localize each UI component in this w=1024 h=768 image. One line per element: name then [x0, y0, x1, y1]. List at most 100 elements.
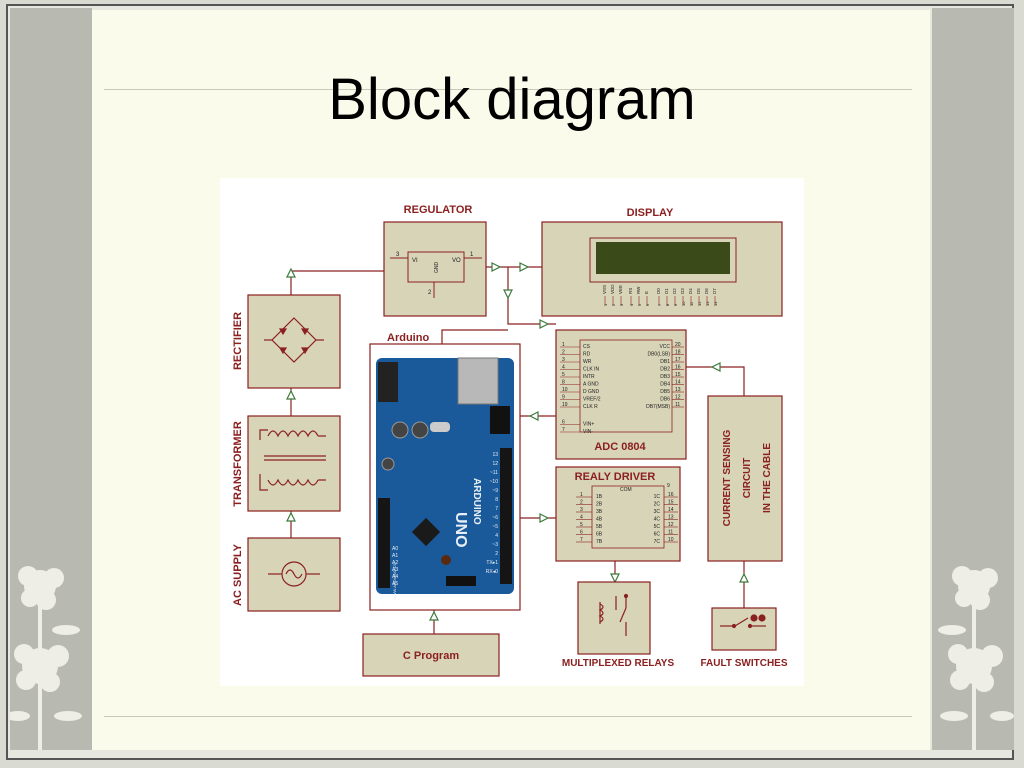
relay-com-number: 9: [667, 483, 670, 489]
digital-pin-label: ~9: [492, 488, 498, 494]
relay-output-3c: 3C: [654, 509, 661, 515]
lcd-pin-number: 6: [645, 303, 650, 306]
adc-right-pin-number: 13: [675, 387, 681, 393]
relay-output-1c: 1C: [654, 494, 661, 500]
lcd-pin-d0: D0: [656, 288, 661, 294]
relay-input-6b: 6B: [596, 532, 603, 538]
adc-pin-vcc: VCC: [659, 344, 670, 350]
analog-pin-a5: A5: [392, 581, 398, 587]
flower-decoration-right: [938, 566, 1014, 750]
rectifier-block: RECTIFIER: [232, 294, 341, 389]
bridge-rectifier-icon: [264, 317, 324, 363]
regulator-vi-pin: VI: [412, 258, 418, 264]
adc-right-pin-number: 16: [675, 365, 681, 371]
board-url-text: WWW.ARDUINO.CC: [392, 562, 397, 600]
board-brand-text: ARDUINO: [471, 478, 482, 525]
analog-pin-a3: A3: [392, 567, 398, 573]
lcd-pin-rs: RS: [628, 288, 633, 294]
adc-pin-d-gnd: D GND: [583, 389, 600, 395]
lcd-pin-number: 8: [665, 303, 670, 306]
fault-switches-block: FAULT SWITCHES: [700, 607, 788, 669]
relay-out-number: 16: [668, 492, 674, 498]
power-analog-header: [378, 498, 390, 588]
adc-left-pin-number: 9: [562, 395, 565, 401]
regulator-block: REGULATOR VI VO GND 3 1 2: [383, 204, 487, 317]
board-model-text: UNO: [452, 512, 469, 548]
adc-left-pin-number: 2: [562, 350, 565, 356]
digital-header: [500, 448, 512, 584]
digital-pin-label: 8: [495, 497, 498, 503]
footer-rule: [104, 716, 912, 717]
relay-in-number: 2: [580, 500, 583, 506]
transformer-coil-icon: [259, 429, 326, 491]
analog-pin-a1: A1: [392, 553, 398, 559]
arduino-label: Arduino: [387, 332, 429, 344]
relay-driver-label: REALY DRIVER: [575, 471, 656, 483]
relay-com-label: COM: [620, 487, 632, 493]
adc-right-pin-number: 14: [675, 380, 681, 386]
relay-in-number: 7: [580, 537, 583, 543]
adc-pin-wr: WR: [583, 359, 592, 365]
rectifier-label: RECTIFIER: [232, 312, 244, 370]
regulator-pin-in: 3: [396, 252, 400, 258]
adc-left-pin-number: 7: [562, 427, 565, 433]
lcd-pin-number: 12: [697, 301, 702, 306]
adc-label: ADC 0804: [594, 441, 646, 453]
usb-connector: [457, 357, 499, 405]
adc-right-pin-number: 18: [675, 350, 681, 356]
digital-pin-label: RX◂0: [486, 569, 498, 575]
adc-pin-db2: DB2: [660, 367, 670, 373]
relay-in-number: 3: [580, 507, 583, 513]
adc-pin-vin-: VIN-: [583, 429, 593, 435]
adc-left-pin-number: 3: [562, 357, 565, 363]
current-sensing-block: CURRENT SENSING CIRCUIT IN THE CABLE: [707, 395, 783, 562]
relay-in-number: 6: [580, 530, 583, 536]
lcd-pin-number: 11: [689, 301, 694, 306]
adc-right-pin-number: 17: [675, 357, 681, 363]
left-decor-panel: [10, 8, 92, 750]
digital-pin-label: ~5: [492, 524, 498, 530]
lcd-screen: [596, 242, 730, 274]
relay-out-number: 11: [668, 530, 673, 536]
lcd-pin-number: 3: [619, 303, 624, 306]
regulator-gnd-pin: GND: [434, 262, 440, 274]
lcd-pin-number: 10: [681, 301, 686, 306]
lcd-pin-d7: D7: [712, 288, 717, 294]
transformer-label: TRANSFORMER: [232, 421, 244, 507]
arduino-block: Arduino ARDUINO UNO WWW.ARDUINO.CC A0A1A…: [369, 332, 521, 611]
current-sensing-line-2: CIRCUIT: [742, 458, 753, 499]
crystal: [430, 422, 450, 432]
adc-left-pin-number: 10: [562, 387, 568, 393]
adc-right-pin-number: 11: [675, 402, 680, 408]
relay-input-2b: 2B: [596, 502, 603, 508]
relay-output-7c: 7C: [654, 539, 661, 545]
display-label: DISPLAY: [627, 207, 674, 219]
multiplexed-relays-label: MULTIPLEXED RELAYS: [562, 658, 675, 669]
block-diagram-svg: REGULATOR VI VO GND 3 1 2 DISPLAY VSS1VD…: [220, 178, 804, 686]
adc-pin-db0-lsb-: DB0(LSB): [647, 352, 670, 358]
adc-pin-db6: DB6: [660, 397, 670, 403]
ac-supply-block: AC SUPPLY: [232, 537, 341, 612]
relay-output-5c: 5C: [654, 524, 661, 530]
relay-out-number: 12: [668, 522, 674, 528]
lcd-pin-d2: D2: [672, 288, 677, 294]
lcd-pin-number: 1: [603, 303, 608, 306]
lcd-pin-d4: D4: [688, 288, 693, 294]
lcd-pin-number: 7: [657, 303, 662, 306]
adc-pin-rd: RD: [583, 352, 591, 358]
adc-pin-clk-in: CLK IN: [583, 367, 600, 373]
adc-pin-cs: CS: [583, 344, 591, 350]
analog-pin-a4: A4: [392, 574, 398, 580]
ac-source-icon: [268, 561, 320, 587]
right-decor-panel: [932, 8, 1014, 750]
digital-pin-label: 2: [495, 551, 498, 557]
adc-pin-db1: DB1: [660, 359, 670, 365]
regulator-vo-pin: VO: [452, 258, 461, 264]
analog-pin-a0: A0: [392, 546, 398, 552]
arrow-heads: [286, 262, 749, 621]
fault-switches-label: FAULT SWITCHES: [700, 658, 787, 669]
lcd-pin-number: 5: [637, 303, 642, 306]
